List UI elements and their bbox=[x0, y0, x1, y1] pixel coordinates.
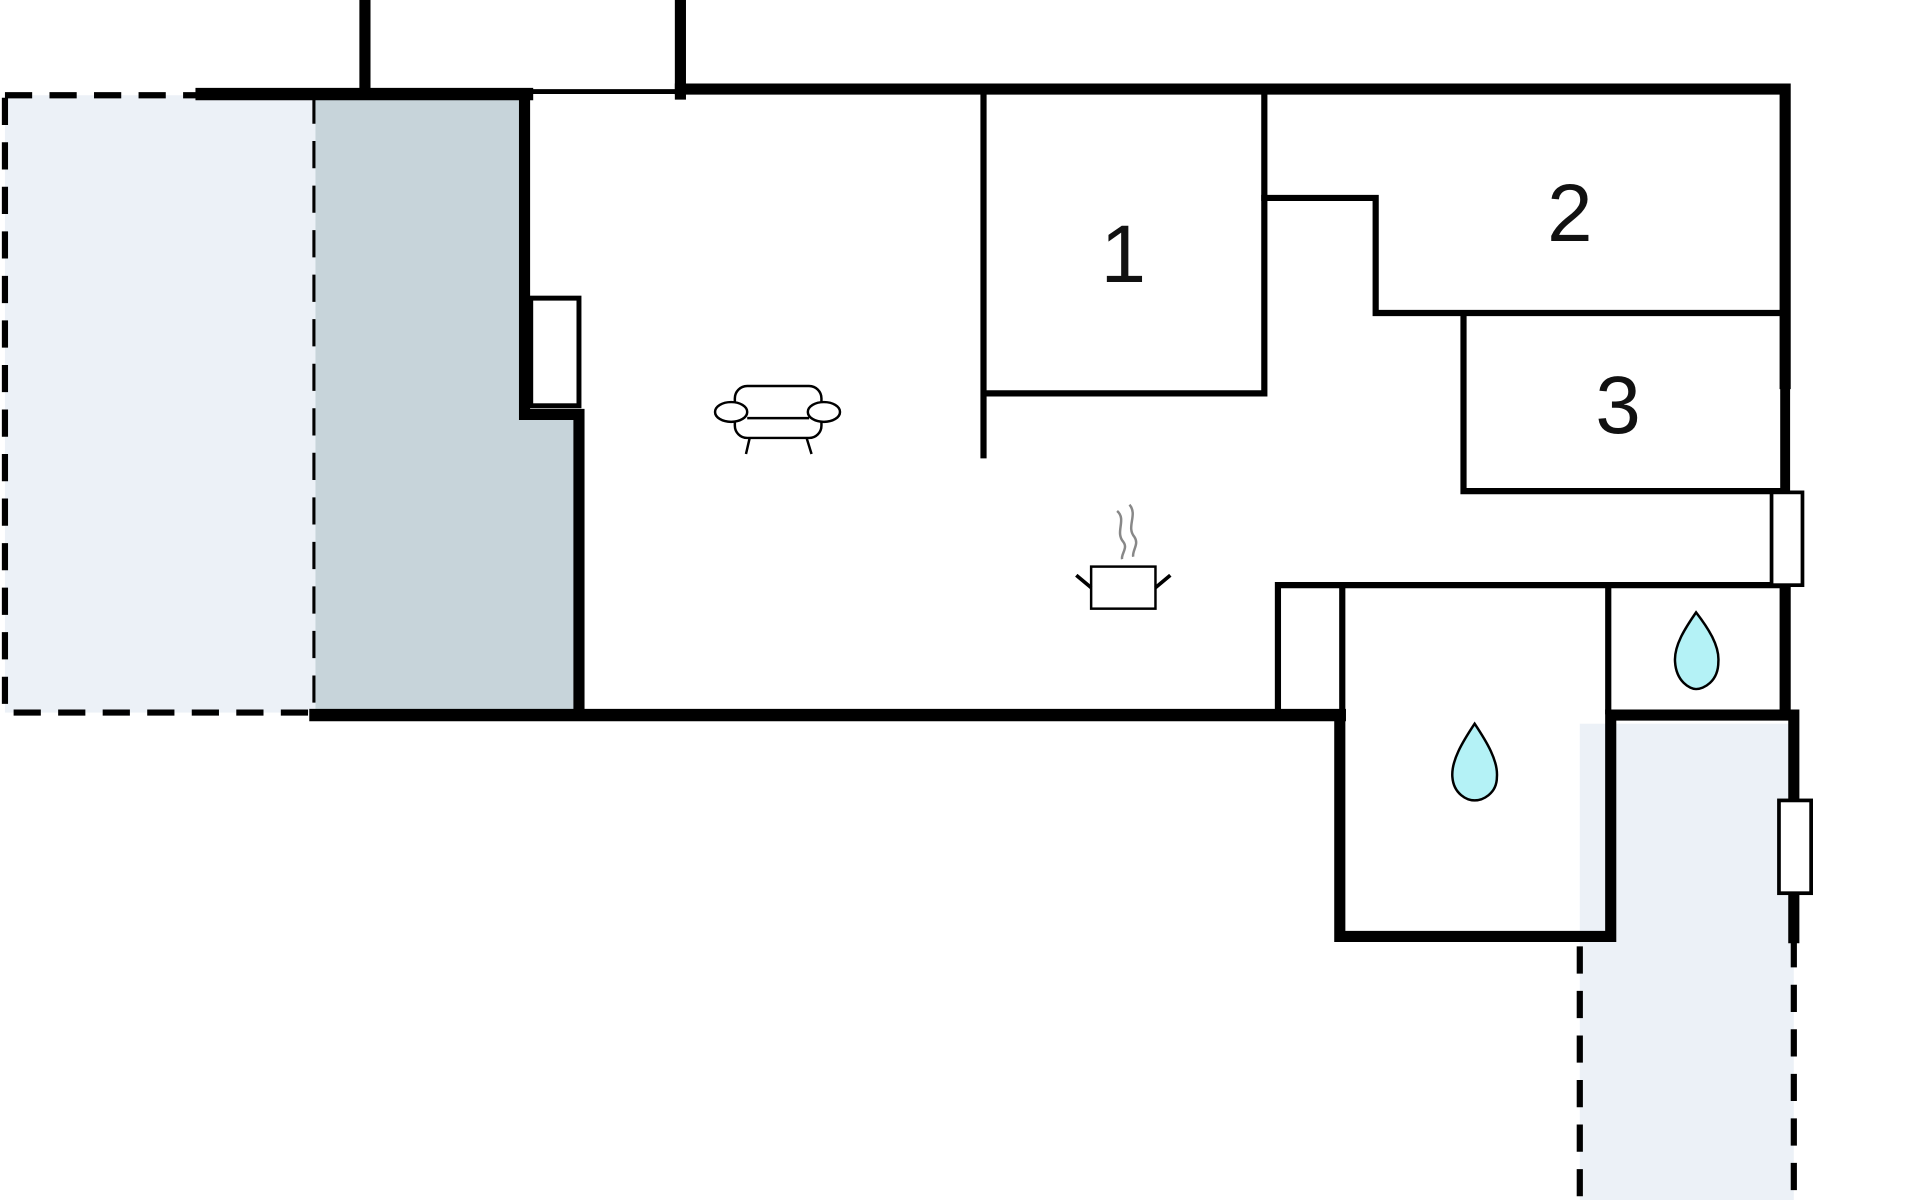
window bbox=[528, 295, 582, 409]
walls bbox=[195, 0, 1800, 944]
cooking-pot-icon bbox=[1075, 503, 1172, 610]
water-drop-icon bbox=[1673, 610, 1720, 691]
room-label-2: 2 bbox=[1547, 168, 1592, 259]
left-terrace bbox=[1, 92, 319, 716]
covered-area bbox=[315, 96, 579, 716]
window bbox=[1769, 490, 1805, 588]
window bbox=[1777, 798, 1813, 896]
water-drop-icon bbox=[1451, 721, 1499, 802]
sofa-icon bbox=[713, 384, 842, 455]
room-label-1: 1 bbox=[1101, 209, 1146, 300]
room-label-3: 3 bbox=[1595, 360, 1640, 451]
